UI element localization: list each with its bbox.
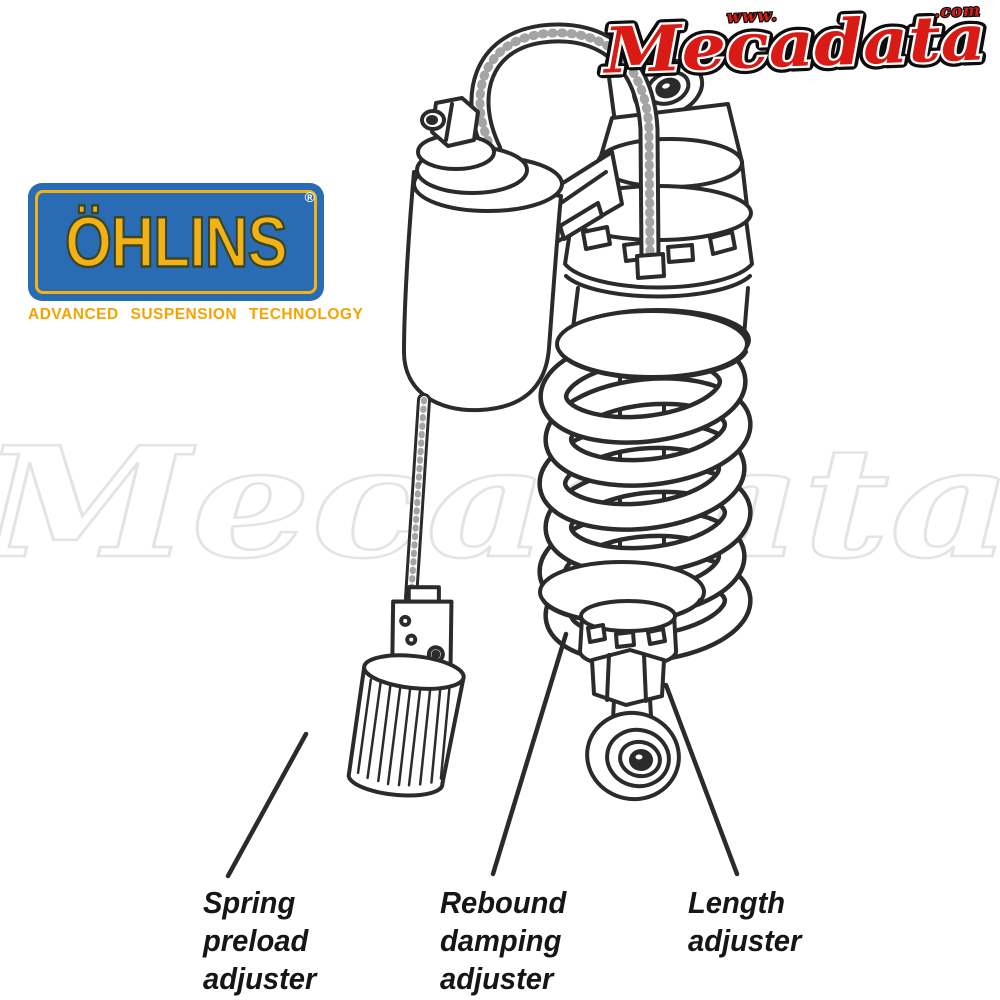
ohlins-logo-border [35,190,317,294]
callout-spring-preload-adjuster: Spring preload adjuster [203,885,317,996]
spring-preload-adjuster-knob [346,585,466,798]
mecadata-logo-whiteline: Mecadata [601,0,988,87]
mecadata-www: www. [727,6,779,27]
upper-spring-seat [555,309,749,381]
rod-end-eyelet [585,710,681,802]
mecadata-logo: Mecadata Mecadata Mecadata www. .com [595,0,993,92]
ohlins-logo-text: ÖHLINS [64,200,289,283]
rebound-adjuster-ring [578,599,679,670]
ohlins-logo: ÖHLINS ® [28,183,324,301]
mecadata-logo-text: Mecadata [601,0,988,87]
ohlins-tagline: ADVANCED SUSPENSION TECHNOLOGY [28,306,364,323]
callout-length-adjuster: Length adjuster [688,885,802,958]
reservoir-hose [469,22,666,280]
preload-adjuster-hose [404,393,431,605]
watermark-text: Mecadata [0,413,1000,592]
mecadata-com: .com [934,0,982,21]
length-adjuster-hex-nut [590,648,666,720]
registered-trademark-symbol: ® [304,189,315,205]
callout-rebound-damping-adjuster: Rebound damping adjuster [440,885,567,996]
leader-lines [225,631,740,879]
remote-reservoir [402,96,564,413]
